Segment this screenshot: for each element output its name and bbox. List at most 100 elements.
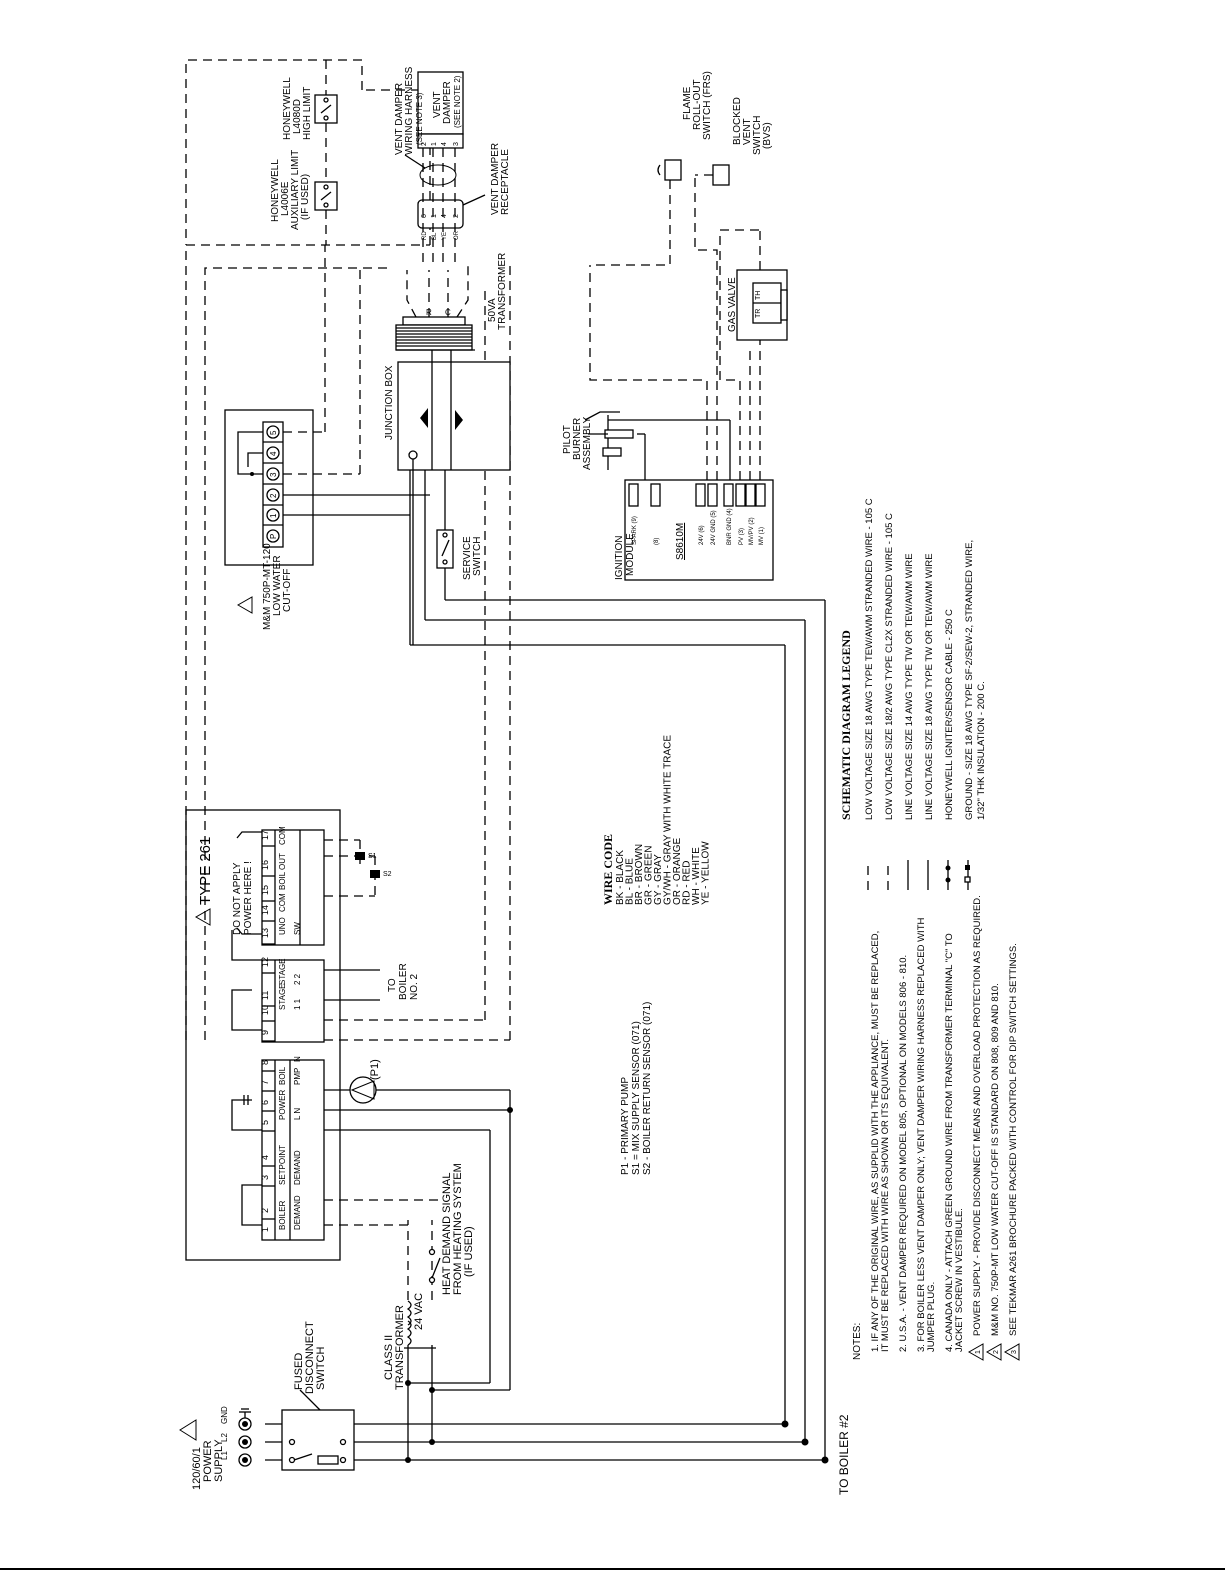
svg-text:4: 4 bbox=[269, 451, 278, 456]
terminal-group-label: UNO bbox=[278, 917, 287, 935]
gas-valve-th: TH bbox=[755, 291, 762, 300]
ignition-pin bbox=[628, 483, 639, 507]
fused-label-2: DISCONNECT bbox=[304, 1321, 316, 1394]
bvs-label-2: VENT bbox=[742, 118, 753, 145]
terminal-group-label: COM bbox=[278, 893, 287, 912]
xfmr-label-2: TRANSFORMER bbox=[497, 253, 508, 330]
svg-text:P: P bbox=[269, 534, 278, 539]
gas-valve-tr: TR bbox=[755, 309, 762, 318]
terminal-group-label: BOILER bbox=[278, 1200, 287, 1230]
note-item: JUMPER PLUG. bbox=[926, 1282, 937, 1352]
sensor-s1-icon bbox=[355, 852, 365, 860]
terminal-label-l2: L2 bbox=[220, 1433, 229, 1442]
aux-limit-label-3: AUXILIARY LIMIT bbox=[290, 150, 301, 230]
receptacle-pin: 1 bbox=[431, 214, 438, 218]
note-item: 1. IF ANY OF THE ORIGINAL WIRE, AS SUPPL… bbox=[870, 931, 881, 1352]
wire-code-item: BR - BROWN bbox=[634, 844, 645, 905]
ignition-pin bbox=[723, 483, 734, 507]
wire-code-item: GY/WH - GRAY WITH WHITE TRACE bbox=[663, 735, 674, 905]
damper-pin: 1 bbox=[431, 142, 438, 146]
terminal-group-label: STAGE bbox=[278, 983, 287, 1010]
lwco-label-3: CUT-OFF bbox=[282, 569, 293, 612]
pump-legend-1: P1 - PRIMARY PUMP bbox=[620, 1077, 631, 1175]
terminal-group-label: BOIL bbox=[278, 1066, 287, 1085]
legend-item: 1/32" THK INSULATION - 200 C. bbox=[976, 681, 987, 820]
power-terminal-gnd bbox=[238, 1417, 252, 1431]
wire-code-item: GY - GRAY bbox=[653, 854, 664, 905]
frs-label-2: ROLL-OUT bbox=[692, 79, 703, 130]
note-item: 4. CANADA ONLY - ATTACH GREEN GROUND WIR… bbox=[944, 933, 955, 1352]
legend-item: LOW VOLTAGE SIZE 18/2 AWG TYPE CL2X STRA… bbox=[884, 513, 895, 820]
terminal-group-sub: L N bbox=[293, 1108, 302, 1120]
terminal-6: 6 bbox=[260, 1100, 270, 1105]
wire-code-item: BL - BLUE bbox=[625, 858, 636, 905]
gas-valve-label: GAS VALVE bbox=[727, 277, 738, 332]
damper-label-2: DAMPER bbox=[442, 81, 453, 124]
ignition-pin bbox=[755, 483, 766, 507]
ignition-pin-label: (8) bbox=[654, 538, 660, 545]
receptacle-pin: 6 bbox=[421, 214, 428, 218]
blocked-vent-switch: BLOCKED VENT SWITCH (BVS) bbox=[695, 97, 773, 186]
fused-label-1: FUSED bbox=[293, 1353, 305, 1390]
warning-triangle-icon bbox=[985, 1343, 1002, 1361]
legend-item: LOW VOLTAGE SIZE 18 AWG TYPE TEW/AWM STR… bbox=[864, 498, 875, 820]
ignition-pin bbox=[695, 483, 706, 507]
ignition-pin-label: MV/PV (2) bbox=[749, 517, 755, 545]
terminal-block-power bbox=[261, 1059, 325, 1241]
pump-sensor-legend: P1 - PRIMARY PUMP S1 = MIX SUPPLY SENSOR… bbox=[620, 1002, 653, 1175]
wire-color-label: BL bbox=[432, 232, 438, 240]
transformer-50va: R C 50VA TRANSFORMER bbox=[395, 253, 508, 351]
notes-title: NOTES: bbox=[852, 1323, 863, 1360]
harness-label-1: VENT DAMPER bbox=[394, 83, 405, 155]
ignition-pin bbox=[650, 483, 661, 507]
svg-text:5: 5 bbox=[269, 430, 278, 435]
terminal-group-sub: DEMAND bbox=[293, 1150, 302, 1185]
ignition-module: SPARK (9)(8)24V (6)24V GND (5)BNR GND (4… bbox=[589, 175, 774, 581]
warning-ref: 2 bbox=[993, 1350, 1000, 1354]
terminal-5: 5 bbox=[260, 1120, 270, 1125]
pilot-burner: PILOT BURNER ASSEMBLY bbox=[562, 411, 731, 480]
terminal-group-sub: 2 2 bbox=[293, 973, 302, 985]
power-buses bbox=[265, 460, 829, 1464]
wire-code-item: GR - GREEN bbox=[644, 846, 655, 905]
bvs-label-3: SWITCH bbox=[752, 116, 763, 155]
damper-pin: 2 bbox=[421, 142, 428, 146]
high-limit-switch bbox=[314, 94, 338, 124]
harness-label-3: (SEE NOTE 3) bbox=[415, 92, 424, 145]
receptacle-label-2: RECEPTACLE bbox=[500, 149, 511, 215]
pump-legend-3: S2 - BOILER RETURN SENSOR (071) bbox=[642, 1002, 653, 1175]
aux-limit-switch bbox=[314, 181, 338, 211]
honeywell-limits: HONEYWELL L4006E AUXILIARY LIMIT (IF USE… bbox=[270, 60, 338, 245]
receptacle-pin: 4 bbox=[441, 214, 448, 218]
heat-demand-label-3: (IF USED) bbox=[463, 1226, 475, 1277]
ignition-pin-label: 24V (6) bbox=[699, 525, 705, 545]
ignition-pin bbox=[735, 483, 746, 507]
terminal-group-label: COM bbox=[278, 826, 287, 845]
legend-item: LINE VOLTAGE SIZE 14 AWG TYPE TW OR TEW/… bbox=[904, 553, 915, 820]
frs-label-3: SWITCH (FRS) bbox=[702, 71, 713, 140]
warning-ref: 1 bbox=[975, 1350, 982, 1354]
warning-triangle-2-icon bbox=[236, 596, 253, 614]
terminal-block-stage bbox=[261, 959, 325, 1043]
warning-note: POWER SUPPLY - PROVIDE DISCONNECT MEANS … bbox=[972, 895, 983, 1336]
terminal-3: 3 bbox=[260, 1175, 270, 1180]
terminal-2: 2 bbox=[260, 1208, 270, 1213]
terminal-8: 8 bbox=[260, 1060, 270, 1065]
power-terminal-l2 bbox=[238, 1435, 252, 1449]
damper-label-1: VENT bbox=[432, 91, 443, 118]
frs-label-1: FLAME bbox=[682, 86, 693, 120]
terminal-group-label: SETPOINT bbox=[278, 1145, 287, 1185]
no2-label: NO. 2 bbox=[409, 973, 420, 1000]
aux-limit-label-4: (IF USED) bbox=[300, 174, 311, 220]
wire-code-item: RD - RED bbox=[682, 861, 693, 905]
lwco-terminal-1 bbox=[266, 508, 280, 522]
high-limit-label-1: HONEYWELL bbox=[282, 77, 293, 140]
fuse-icon bbox=[317, 1455, 339, 1465]
warning-triangle-icon bbox=[967, 1343, 984, 1361]
wire-code-item: BK - BLACK bbox=[615, 850, 626, 905]
wire-code-title: WIRE CODE bbox=[601, 834, 615, 905]
lwco-label-1: M&M 750P-MT-120 bbox=[262, 543, 273, 630]
terminal-7: 7 bbox=[260, 1080, 270, 1085]
